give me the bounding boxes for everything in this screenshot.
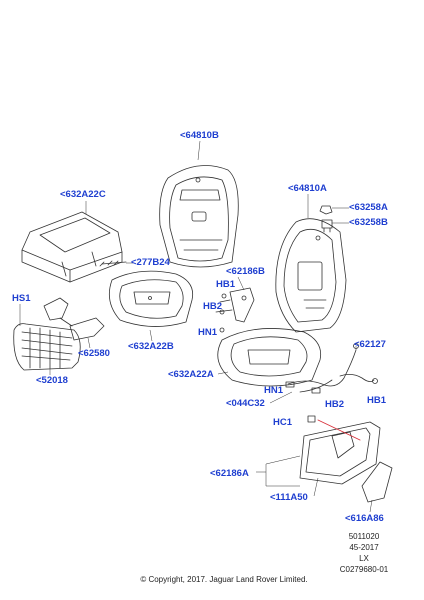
clip-63258a[interactable]	[319, 205, 333, 215]
callout-62127[interactable]: <62127	[354, 339, 386, 350]
trim-panel-62580[interactable]	[43, 297, 105, 341]
leader-111a50	[313, 477, 319, 497]
bolt-277b24[interactable]	[99, 260, 127, 267]
leader-62186a	[256, 455, 301, 487]
callout-616a86[interactable]: <616A86	[345, 513, 384, 524]
leader-64810b	[197, 140, 201, 161]
callout-62186b[interactable]: <62186B	[226, 266, 265, 277]
callout-111a50[interactable]: <111A50	[270, 492, 308, 503]
leader-62186b	[237, 276, 245, 291]
callout-64810b[interactable]: <64810B	[180, 130, 219, 141]
leader-616a86	[369, 499, 373, 513]
callout-hs1[interactable]: HS1	[12, 293, 31, 304]
callout-63258b[interactable]: <63258B	[349, 217, 388, 228]
reference-code-4: C0279680-01	[339, 565, 389, 574]
leader-632a22a	[217, 371, 229, 375]
callout-hn1-right[interactable]: HN1	[264, 385, 284, 396]
callout-hb1-right[interactable]: HB1	[367, 395, 387, 406]
leader-044c32	[269, 391, 293, 404]
copyright-notice: © Copyright, 2017. Jaguar Land Rover Lim…	[140, 575, 308, 584]
reference-code-2: 45-2017	[349, 543, 379, 552]
leader-62580	[87, 337, 91, 349]
seat-back-frame-64810b[interactable]	[159, 165, 239, 268]
callout-52018[interactable]: <52018	[36, 375, 68, 386]
callout-044c32[interactable]: <044C32	[226, 398, 265, 409]
callout-62186a[interactable]: <62186A	[210, 468, 249, 479]
backrest-64810a[interactable]	[275, 218, 347, 333]
reference-code-3: LX	[359, 554, 369, 563]
reference-code-1: 5011020	[348, 532, 380, 541]
clip-63258b[interactable]	[321, 219, 333, 233]
callout-hb2-right[interactable]: HB2	[325, 399, 345, 410]
callout-63258a[interactable]: <63258A	[349, 202, 388, 213]
seat-track-62186a[interactable]	[299, 421, 381, 485]
callout-64810a[interactable]: <64810A	[288, 183, 327, 194]
connector-hc1[interactable]	[307, 415, 316, 423]
callout-hc1[interactable]: HC1	[273, 417, 293, 428]
heater-pad-52018[interactable]	[13, 323, 81, 371]
callout-632a22c[interactable]: <632A22C	[60, 189, 106, 200]
seat-cushion-632a22b[interactable]	[108, 270, 194, 327]
callout-hb1-left[interactable]: HB1	[216, 279, 236, 290]
wiring-harness-62127[interactable]	[285, 343, 378, 394]
fastener-hn1-left	[219, 327, 225, 333]
fastener-hb1-left	[221, 293, 227, 299]
harness-route-line	[317, 419, 361, 441]
fastener-hb2-left	[219, 309, 225, 315]
callout-hb2-left[interactable]: HB2	[203, 301, 223, 312]
callout-277b24[interactable]: <277B24	[131, 257, 170, 268]
callout-632a22a[interactable]: <632A22A	[168, 369, 214, 380]
callout-62580[interactable]: <62580	[78, 348, 110, 359]
seat-cushion-pan-632a22c[interactable]	[21, 211, 123, 283]
callout-632a22b[interactable]: <632A22B	[128, 341, 174, 352]
leader-632a22b	[149, 329, 153, 342]
trim-cover-616a86[interactable]	[361, 461, 393, 503]
callout-hn1-left[interactable]: HN1	[198, 327, 218, 338]
seat-cushion-632a22a[interactable]	[217, 328, 322, 387]
